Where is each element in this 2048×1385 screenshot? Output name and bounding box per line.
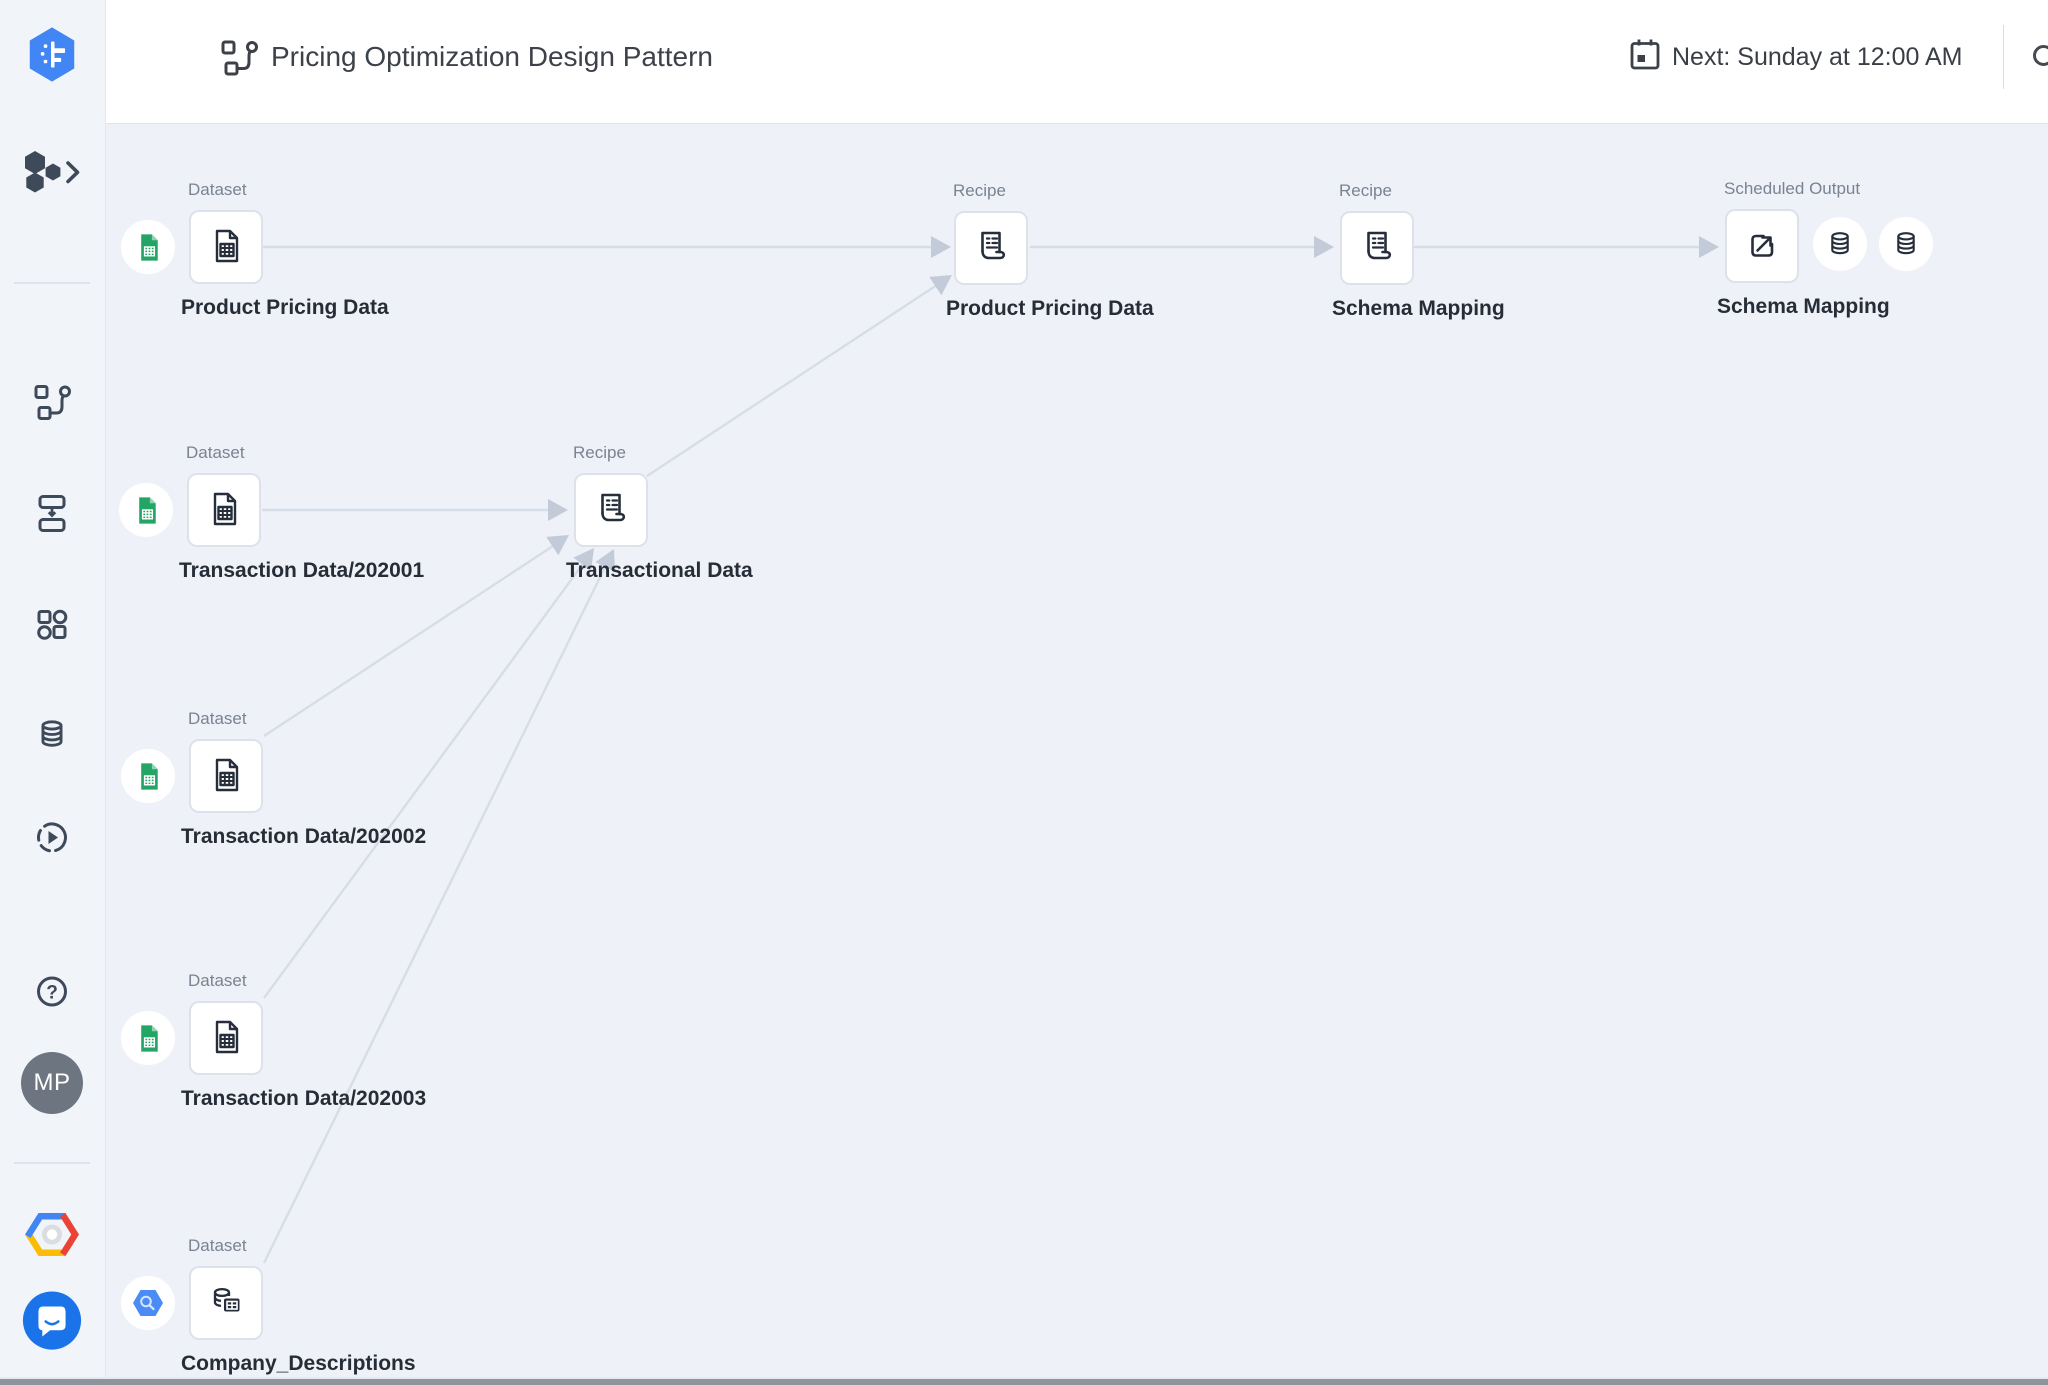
dataset-icon xyxy=(213,492,237,526)
sheets-icon xyxy=(140,233,158,261)
node-type-label: Recipe xyxy=(1339,181,1392,200)
edge-ds-transaction-202002-to-recipe-transactional xyxy=(263,542,557,738)
database-icon xyxy=(1831,232,1849,255)
flow-icon xyxy=(31,382,73,429)
user-avatar[interactable]: MP xyxy=(21,1052,83,1114)
node-name-label[interactable]: Company_Descriptions xyxy=(181,1352,416,1375)
node-name-label[interactable]: Transaction Data/202003 xyxy=(181,1087,427,1110)
library-grid-icon xyxy=(32,605,72,650)
source-badge-bigquery[interactable] xyxy=(121,1276,175,1330)
edge-arrowhead xyxy=(1699,236,1719,258)
source-badge-sheets[interactable] xyxy=(121,749,175,803)
edge-recipe-transactional-to-recipe-product-pricing xyxy=(646,281,941,478)
edge-arrowhead xyxy=(546,535,569,556)
sidebar-item-plans[interactable] xyxy=(32,492,72,541)
recipe-icon xyxy=(601,493,626,522)
hexagon-cluster-chevron-icon xyxy=(20,150,84,201)
bigquery-icon xyxy=(133,1290,163,1316)
run-history-icon xyxy=(31,817,73,864)
sidebar-item-library[interactable] xyxy=(32,605,72,650)
edge-arrowhead xyxy=(595,549,616,572)
page-title[interactable]: Pricing Optimization Design Pattern xyxy=(271,41,713,72)
node-name-label[interactable]: Transaction Data/202002 xyxy=(181,825,427,848)
node-box-dataset[interactable] xyxy=(189,1001,263,1075)
node-type-label: Dataset xyxy=(188,180,247,199)
node-name-label[interactable]: Product Pricing Data xyxy=(946,297,1154,320)
sidebar-item-job-history[interactable] xyxy=(31,817,73,864)
flow-edges xyxy=(262,236,1719,1264)
recipe-icon xyxy=(1367,231,1392,260)
node-name-label[interactable]: Transactional Data xyxy=(566,559,753,582)
header-divider xyxy=(2003,25,2004,89)
publish-target-1[interactable] xyxy=(1813,217,1867,271)
sidebar-item-datasets[interactable] xyxy=(32,715,72,760)
edge-ds-company-descriptions-to-recipe-transactional xyxy=(262,562,609,1264)
edge-arrowhead xyxy=(548,499,568,521)
node-box-output[interactable] xyxy=(1725,209,1799,283)
node-name-label[interactable]: Transaction Data/202001 xyxy=(179,559,425,582)
sidebar-divider-top xyxy=(14,282,90,284)
search-icon[interactable] xyxy=(2026,38,2048,83)
node-type-label: Dataset xyxy=(188,709,247,728)
flow-icon xyxy=(218,37,260,84)
edge-arrowhead xyxy=(929,275,952,296)
google-cloud-icon xyxy=(24,1210,80,1265)
dataprep-logo[interactable] xyxy=(25,26,79,89)
left-sidebar: ? MP xyxy=(0,0,106,1385)
schedule-status[interactable]: Next: Sunday at 12:00 AM xyxy=(1672,43,1963,71)
node-name-label[interactable]: Product Pricing Data xyxy=(181,296,389,319)
node-box-dataset[interactable] xyxy=(187,473,261,547)
node-box-recipe[interactable] xyxy=(1340,211,1414,285)
sheets-icon xyxy=(140,1024,158,1052)
dataset-icon xyxy=(215,229,239,263)
question-mark-icon: ? xyxy=(31,971,73,1018)
node-type-label: Scheduled Output xyxy=(1724,179,1861,198)
node-type-label: Dataset xyxy=(188,971,247,990)
sidebar-item-flows[interactable] xyxy=(31,382,73,429)
sidebar-item-help[interactable]: ? xyxy=(31,971,73,1018)
node-box-recipe[interactable] xyxy=(574,473,648,547)
node-box-dataset[interactable] xyxy=(189,739,263,813)
recipe-icon xyxy=(981,231,1006,260)
node-box-dataset[interactable] xyxy=(189,210,263,284)
source-badge-sheets[interactable] xyxy=(119,483,173,537)
plan-icon xyxy=(32,492,72,541)
google-cloud-logo[interactable] xyxy=(24,1210,80,1265)
dataset-icon xyxy=(215,1020,239,1054)
flows-picker-button[interactable] xyxy=(20,150,84,201)
svg-text:?: ? xyxy=(46,983,58,1004)
avatar-initials: MP xyxy=(21,1052,83,1114)
edge-arrowhead xyxy=(573,548,594,571)
dataprep-hexagon-logo-icon xyxy=(25,26,79,89)
database-icon xyxy=(32,715,72,760)
sheets-icon xyxy=(140,762,158,790)
chat-bubble-icon xyxy=(21,1290,83,1357)
dataset-icon xyxy=(213,1287,240,1312)
bottom-strip-highlight xyxy=(0,1377,2048,1379)
sheets-icon xyxy=(138,496,156,524)
node-box-recipe[interactable] xyxy=(954,211,1028,285)
node-name-label[interactable]: Schema Mapping xyxy=(1717,295,1890,318)
bottom-strip xyxy=(0,1379,2048,1385)
node-box-dataset[interactable] xyxy=(189,1266,263,1340)
dataset-icon xyxy=(215,758,239,792)
database-icon xyxy=(1897,232,1915,255)
sidebar-divider-bottom xyxy=(14,1162,90,1164)
node-type-label: Recipe xyxy=(573,443,626,462)
edge-arrowhead xyxy=(1314,236,1334,258)
source-badge-sheets[interactable] xyxy=(121,1011,175,1065)
edge-ds-transaction-202003-to-recipe-transactional xyxy=(263,560,586,999)
node-type-label: Dataset xyxy=(188,1236,247,1255)
output-icon xyxy=(1751,234,1774,257)
chat-support-button[interactable] xyxy=(21,1290,83,1357)
node-name-label[interactable]: Schema Mapping xyxy=(1332,297,1505,320)
top-header: Pricing Optimization Design Pattern Next… xyxy=(106,0,2048,124)
publish-target-2[interactable] xyxy=(1879,217,1933,271)
calendar-icon xyxy=(1625,35,1665,80)
edge-arrowhead xyxy=(931,236,951,258)
source-badge-sheets[interactable] xyxy=(121,220,175,274)
node-type-label: Recipe xyxy=(953,181,1006,200)
node-type-label: Dataset xyxy=(186,443,245,462)
